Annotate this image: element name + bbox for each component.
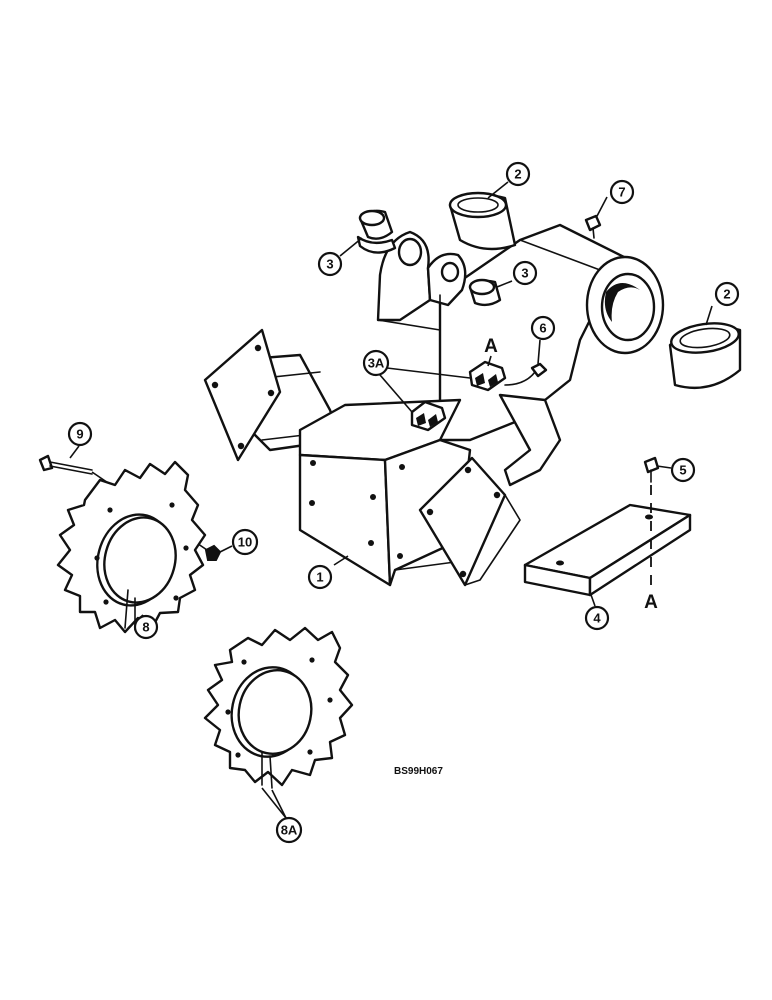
callout-frame: 1 (307, 564, 333, 590)
callout-grease-fitting: 7 (609, 179, 635, 205)
bushing-small-mid (468, 278, 502, 307)
callout-bushing-small-mid: 3 (512, 260, 538, 286)
svg-text:2: 2 (514, 167, 521, 182)
svg-text:1: 1 (316, 570, 323, 585)
callout-bushing-small-left: 3 (317, 251, 343, 277)
leader-lines (69, 181, 713, 819)
drawing-code: BS99H067 (394, 766, 443, 777)
svg-text:3: 3 (326, 257, 333, 272)
svg-text:10: 10 (238, 535, 252, 550)
bushing-large-right (668, 322, 742, 389)
callout-plate-bolt: 5 (670, 457, 696, 483)
callout-bushing-right: 2 (714, 281, 740, 307)
plate (523, 503, 692, 597)
svg-text:8A: 8A (281, 823, 298, 838)
callout-plate: 4 (584, 605, 610, 631)
callout-clip: 3A (362, 349, 390, 377)
bushing-small-left (356, 209, 397, 254)
svg-text:2: 2 (723, 287, 730, 302)
svg-text:3A: 3A (368, 356, 385, 371)
svg-text:7: 7 (618, 185, 625, 200)
svg-text:3: 3 (521, 266, 528, 281)
bushing-large-top (448, 191, 517, 251)
callout-bolt: 9 (67, 421, 93, 447)
callout-sprocket-alt: 8A (275, 816, 303, 844)
callout-sprocket: 8 (133, 614, 159, 640)
sprocket (56, 460, 207, 634)
callout-bushing-top: 2 (505, 161, 531, 187)
svg-text:4: 4 (593, 611, 601, 626)
section-letter-top: A (484, 336, 498, 357)
svg-text:6: 6 (539, 321, 546, 336)
nut (204, 544, 222, 561)
grease-fitting (584, 214, 602, 239)
callout-fitting-wire: 6 (530, 315, 556, 341)
svg-text:5: 5 (679, 463, 686, 478)
sprocket-alt (203, 626, 354, 789)
svg-text:9: 9 (76, 427, 83, 442)
callout-nut: 10 (231, 528, 259, 556)
plate-bolt (643, 456, 660, 483)
section-letter-bottom: A (644, 592, 658, 613)
svg-text:8: 8 (142, 620, 149, 635)
bolt (38, 454, 93, 475)
